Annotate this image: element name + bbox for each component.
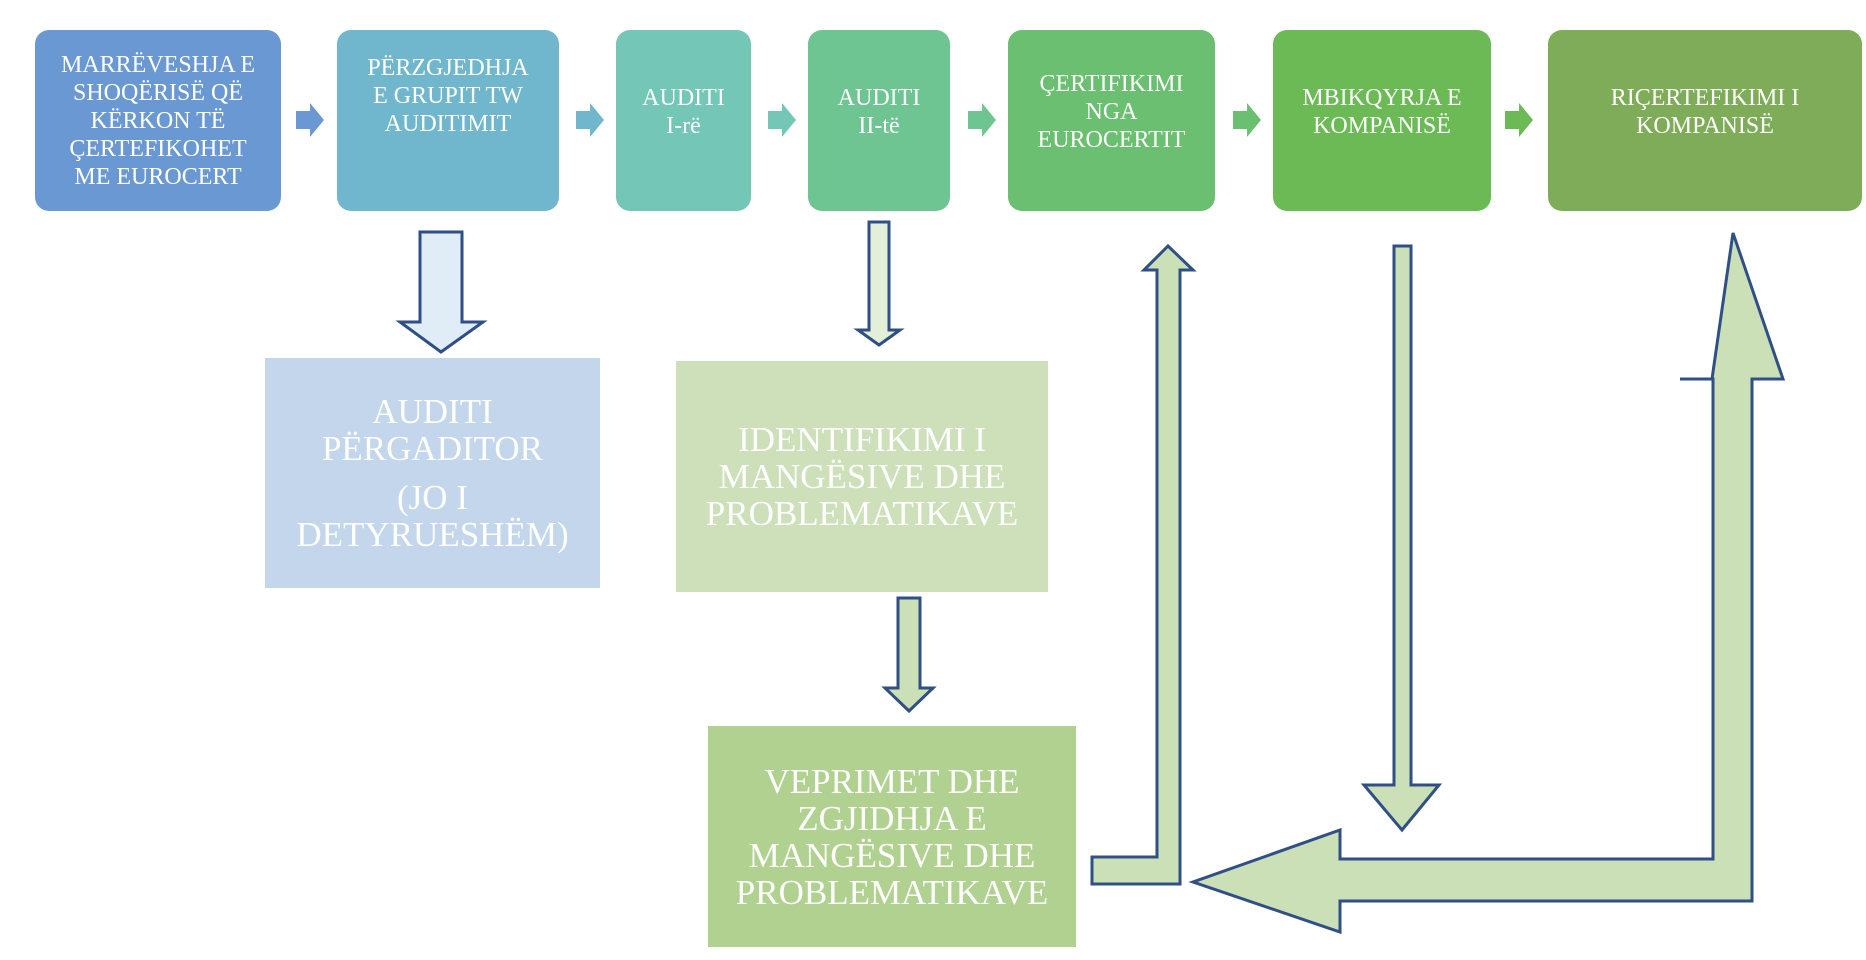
step-audit-1-label: AUDITI I-rë	[642, 85, 725, 139]
step-audit-1: AUDITI I-rë	[616, 30, 751, 211]
flow-arrow-3-icon	[768, 103, 796, 137]
down-arrow-actions-icon	[881, 596, 937, 714]
step-team-selection-label: PËRZGJEDHJA E GRUPIT TW AUDITIMIT	[367, 55, 529, 137]
pre-audit-box: AUDITI PËRGADITOR (JO I DETYRUESHËM)	[265, 358, 600, 588]
actions-box: VEPRIMET DHE ZGJIDHJA E MANGËSIVE DHE PR…	[708, 726, 1076, 947]
elbow-arrow-to-certification-icon	[1090, 243, 1197, 886]
flow-arrow-6-icon	[1505, 103, 1533, 137]
flow-arrow-4-icon	[968, 103, 996, 137]
step-audit-2: AUDITI II-të	[808, 30, 950, 211]
pre-audit-title: AUDITI PËRGADITOR	[321, 392, 544, 468]
step-supervision-label: MBIKQYRJA E KOMPANISË	[1302, 85, 1462, 139]
step-certification: ÇERTIFIKIMI NGA EUROCERTIT	[1008, 30, 1215, 211]
step-recertification: RIÇERTEFIKIMI I KOMPANISË	[1548, 30, 1862, 211]
step-recertification-label: RIÇERTEFIKIMI I KOMPANISË	[1610, 85, 1800, 139]
flow-arrow-5-icon	[1233, 103, 1261, 137]
step-team-selection: PËRZGJEDHJA E GRUPIT TW AUDITIMIT	[337, 30, 559, 211]
step-certification-label: ÇERTIFIKIMI NGA EUROCERTIT	[1037, 71, 1186, 153]
identify-gaps-label: IDENTIFIKIMI I MANGËSIVE DHE PROBLEMATIK…	[705, 420, 1019, 533]
identify-gaps-box: IDENTIFIKIMI I MANGËSIVE DHE PROBLEMATIK…	[676, 361, 1048, 592]
down-arrow-identify-icon	[853, 220, 905, 347]
flow-arrow-2-icon	[576, 103, 604, 137]
step-supervision: MBIKQYRJA E KOMPANISË	[1273, 30, 1491, 211]
down-arrow-pre-audit-icon	[395, 230, 488, 354]
step-agreement: MARRËVESHJA E SHOQËRISË QË KËRKON TË ÇER…	[35, 30, 281, 211]
pre-audit-note: (JO I DETYRUESHËM)	[296, 478, 569, 554]
flow-arrow-1-icon	[296, 103, 324, 137]
step-agreement-label: MARRËVESHJA E SHOQËRISË QË KËRKON TË ÇER…	[60, 51, 256, 190]
actions-label: VEPRIMET DHE ZGJIDHJA E MANGËSIVE DHE PR…	[735, 761, 1049, 912]
step-audit-2-label: AUDITI II-të	[837, 85, 921, 139]
loop-arrow-recertification-icon	[1188, 232, 1786, 935]
down-arrow-supervision-icon	[1360, 244, 1443, 833]
